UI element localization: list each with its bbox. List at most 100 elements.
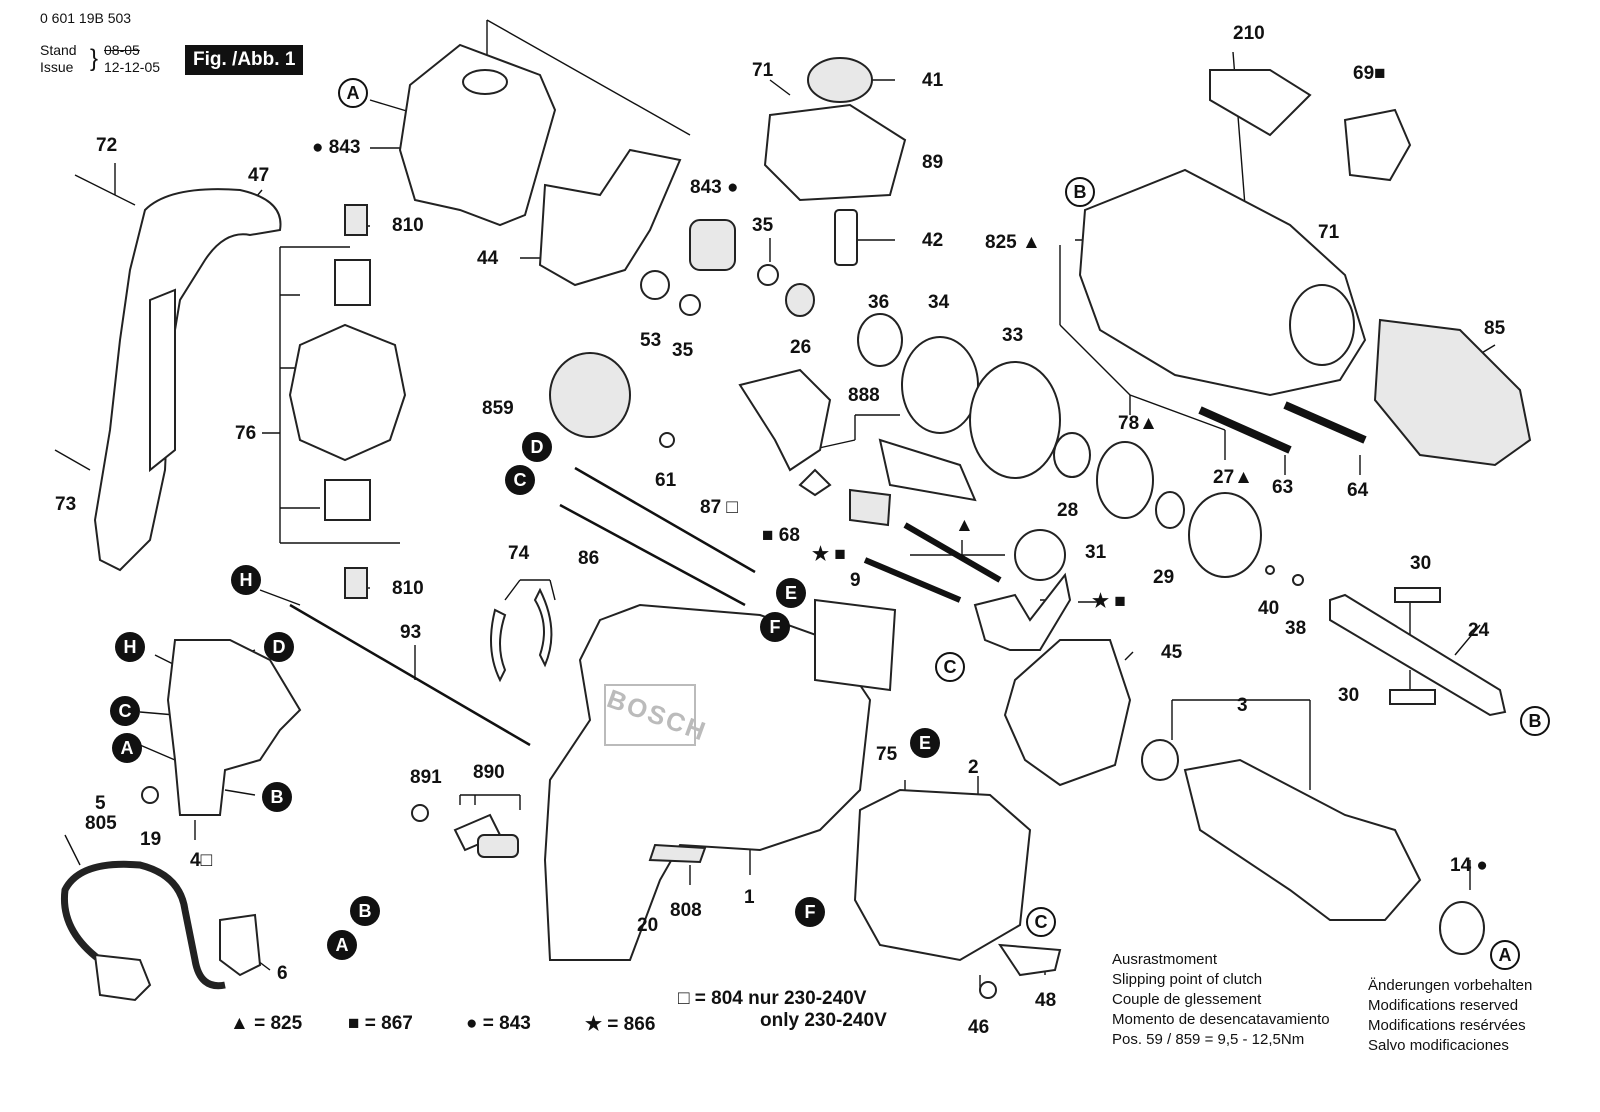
callout-28: 28 — [1057, 500, 1079, 521]
callout-85: 85 — [1484, 318, 1506, 339]
callout-810-upper: 810 — [392, 215, 424, 236]
housing-nose-bore — [1289, 284, 1355, 366]
washer-35b — [679, 294, 701, 316]
washer-35a — [757, 264, 779, 286]
brush-holder-upper — [334, 259, 371, 306]
callout-3: 3 — [1237, 695, 1248, 716]
star-marker: ★ — [1092, 591, 1110, 612]
callout-63: 63 — [1272, 477, 1294, 498]
square-marker: ■ — [1114, 591, 1126, 612]
callout-69: 69■ — [1353, 63, 1386, 84]
callout-star-square-2: ★ ■ — [1092, 590, 1126, 613]
callout-810-lower: 810 — [392, 578, 424, 599]
clamp-pad — [477, 834, 519, 858]
callout-825: 825 ▲ — [985, 232, 1041, 253]
callout-5: 5 — [95, 793, 106, 814]
cable-clip-left — [490, 608, 507, 683]
circlip-78 — [1096, 441, 1154, 519]
washer-31 — [1014, 529, 1066, 581]
callout-74: 74 — [508, 543, 530, 564]
date-brace: } — [90, 45, 99, 72]
callout-805: 805 — [85, 813, 117, 834]
callout-64: 64 — [1347, 480, 1369, 501]
clutch-note-line: Pos. 59 / 859 = 9,5 - 12,5Nm — [1112, 1031, 1305, 1048]
guide-30-upper — [1394, 587, 1441, 603]
washer-61 — [659, 432, 675, 448]
ref-letter-f-stator: F — [795, 897, 825, 927]
doc-number: 0 601 19B 503 — [40, 10, 132, 26]
callout-73: 73 — [55, 494, 77, 515]
power-cord — [60, 860, 226, 990]
legend-804: □ = 804 nur 230-240V — [678, 988, 867, 1009]
gearbox-housing — [398, 43, 557, 227]
callout-triangle-rods: ▲ — [955, 515, 974, 536]
label-9 — [814, 598, 897, 692]
ref-letter-h-switch: H — [115, 632, 145, 662]
callout-33: 33 — [1002, 325, 1024, 346]
callout-9: 9 — [850, 570, 861, 591]
ball-40 — [1265, 565, 1275, 575]
spindle — [1329, 593, 1507, 717]
motor-housing — [543, 603, 872, 961]
callout-26: 26 — [790, 337, 812, 358]
shift-block — [849, 488, 892, 527]
ref-letter-a-armature: A — [1490, 940, 1520, 970]
gear-33 — [969, 361, 1061, 479]
callout-31: 31 — [1085, 542, 1107, 563]
ref-letter-d-mid: D — [522, 432, 552, 462]
ref-letter-b-top: B — [1065, 177, 1095, 207]
washer-53 — [640, 270, 670, 300]
callout-19: 19 — [140, 829, 162, 850]
brand-panel — [604, 684, 696, 746]
ref-letter-d-switch: D — [264, 632, 294, 662]
keyless-chuck — [1373, 318, 1532, 467]
ring-38 — [1292, 574, 1304, 586]
callout-38: 38 — [1285, 618, 1307, 639]
clutch-note-line: Slipping point of clutch — [1112, 971, 1263, 988]
ref-letter-a-top: A — [338, 78, 368, 108]
issue-date: 12-12-05 — [104, 59, 161, 75]
callout-843-housing: ● 843 — [312, 137, 361, 158]
ref-letter-h-mid: H — [231, 565, 261, 595]
issue-label: Issue — [40, 59, 74, 75]
callout-30-lower: 30 — [1338, 685, 1360, 706]
plug — [93, 953, 152, 1002]
modifications-note: Änderungen vorbehalten Modifications res… — [1368, 976, 1532, 1056]
clutch-note: Ausrastmoment Slipping point of clutch C… — [1112, 950, 1330, 1050]
legend-825: ▲ = 825 — [230, 1013, 303, 1034]
legend-843: ● = 843 — [466, 1013, 531, 1034]
field-stator — [853, 788, 1032, 962]
callout-4: 4□ — [190, 850, 213, 871]
cord-grommet — [219, 913, 262, 977]
ref-letter-e-stator: E — [910, 728, 940, 758]
stand-label: Stand — [40, 42, 77, 58]
shift-lever — [738, 368, 832, 472]
ref-letter-b-switch: B — [262, 782, 292, 812]
screw-891 — [411, 804, 429, 822]
callout-20: 20 — [637, 915, 659, 936]
ref-letter-c-stator: C — [1026, 907, 1056, 937]
callout-891: 891 — [410, 767, 442, 788]
callout-42: 42 — [922, 230, 944, 251]
callout-14: 14 ● — [1450, 855, 1488, 876]
dot-marker: ● — [312, 137, 324, 158]
gear-34 — [901, 336, 979, 434]
ref-letter-c-mid: C — [505, 465, 535, 495]
legend-867: ■ = 867 — [348, 1013, 413, 1034]
callout-36: 36 — [868, 292, 890, 313]
star-marker: ★ — [812, 544, 830, 565]
callout-41: 41 — [922, 70, 944, 91]
bearing-27 — [1188, 492, 1262, 578]
callout-86: 86 — [578, 548, 600, 569]
circlip-29 — [1155, 491, 1185, 529]
callout-210: 210 — [1233, 23, 1265, 44]
label-210 — [1209, 69, 1312, 137]
shift-slide — [878, 438, 977, 502]
spring-26 — [785, 283, 815, 317]
ref-letter-a-cord: A — [327, 930, 357, 960]
clutch-note-line: Momento de desencatavamiento — [1112, 1011, 1330, 1028]
mods-note-line: Modifications resérvées — [1368, 1017, 1526, 1034]
open-square-marker: □ — [726, 497, 738, 518]
callout-star-square-1: ★ ■ — [812, 543, 846, 566]
